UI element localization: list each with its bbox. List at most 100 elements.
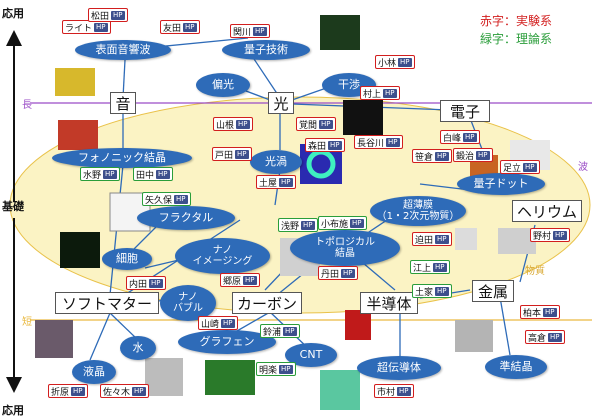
hp-link[interactable]: HP — [279, 177, 293, 187]
phononic-image — [58, 120, 98, 150]
hp-link[interactable]: HP — [548, 332, 562, 342]
hp-link[interactable]: HP — [156, 169, 170, 179]
hp-link[interactable]: HP — [111, 10, 125, 20]
hp-link[interactable]: HP — [221, 318, 235, 328]
hp-link[interactable]: HP — [103, 169, 117, 179]
box-helium: ヘリウム — [512, 200, 582, 222]
hp-link[interactable]: HP — [243, 275, 257, 285]
hp-link[interactable]: HP — [350, 218, 364, 228]
researcher-name: 小林 — [378, 58, 397, 69]
hp-link[interactable]: HP — [174, 194, 188, 204]
hp-link[interactable]: HP — [398, 57, 412, 67]
hp-link[interactable]: HP — [476, 150, 490, 160]
hp-link[interactable]: HP — [253, 26, 267, 36]
oval-water: 水 — [120, 336, 156, 360]
researcher-name: 郷原 — [223, 276, 242, 287]
box-light: 光 — [268, 92, 294, 114]
hp-link[interactable]: HP — [149, 278, 163, 288]
researcher-name: 丹田 — [321, 269, 340, 280]
hp-link[interactable]: HP — [319, 119, 333, 129]
hp-link[interactable]: HP — [433, 262, 447, 272]
hp-link[interactable]: HP — [132, 386, 146, 396]
quasi-image — [455, 320, 493, 352]
hp-link[interactable]: HP — [328, 140, 342, 150]
researcher-name: 戸田 — [215, 150, 234, 161]
hp-link[interactable]: HP — [543, 307, 557, 317]
oval-nano-imaging: ナノ イメージング — [175, 238, 270, 274]
hp-link[interactable]: HP — [435, 234, 449, 244]
hp-link[interactable]: HP — [71, 386, 85, 396]
hp-link[interactable]: HP — [235, 149, 249, 159]
hp-link[interactable]: HP — [553, 230, 567, 240]
hp-link[interactable]: HP — [236, 119, 250, 129]
hp-link[interactable]: HP — [301, 220, 315, 230]
hp-link[interactable]: HP — [435, 286, 449, 296]
surface-wave-image — [55, 68, 95, 96]
researcher-name: 市村 — [377, 387, 396, 398]
researcher-name: 森田 — [308, 141, 327, 152]
researcher-name: 土家 — [415, 287, 434, 298]
hp-link[interactable]: HP — [283, 326, 297, 336]
researcher-name: 鈴浦 — [263, 327, 282, 338]
researcher-name: 矢久保 — [145, 195, 173, 206]
oval-quantum-tech: 量子技術 — [222, 40, 310, 60]
researcher-name: 長谷川 — [357, 138, 385, 149]
researcher-name: 明楽 — [259, 365, 278, 376]
soft-image — [35, 320, 73, 358]
hp-link[interactable]: HP — [463, 132, 477, 142]
hp-link[interactable]: HP — [183, 22, 197, 32]
oval-phononic: フォノニック結晶 — [52, 148, 192, 168]
hp-link[interactable]: HP — [386, 137, 400, 147]
hp-link[interactable]: HP — [279, 364, 293, 374]
researcher-name: 折原 — [51, 387, 70, 398]
hp-link[interactable]: HP — [94, 22, 108, 32]
oval-topological: トポロジカル 結晶 — [290, 230, 400, 266]
box-metal: 金属 — [472, 280, 514, 302]
hp-link[interactable]: HP — [435, 151, 449, 161]
legend-theoretical: 緑字：理論系 — [480, 32, 553, 46]
hp-link[interactable]: HP — [341, 268, 355, 278]
hp-link[interactable]: HP — [383, 88, 397, 98]
hp-link[interactable]: HP — [397, 386, 411, 396]
short-label: 短 — [22, 317, 32, 328]
researcher-name: 迫田 — [415, 235, 434, 246]
hp-link[interactable]: HP — [523, 162, 537, 172]
